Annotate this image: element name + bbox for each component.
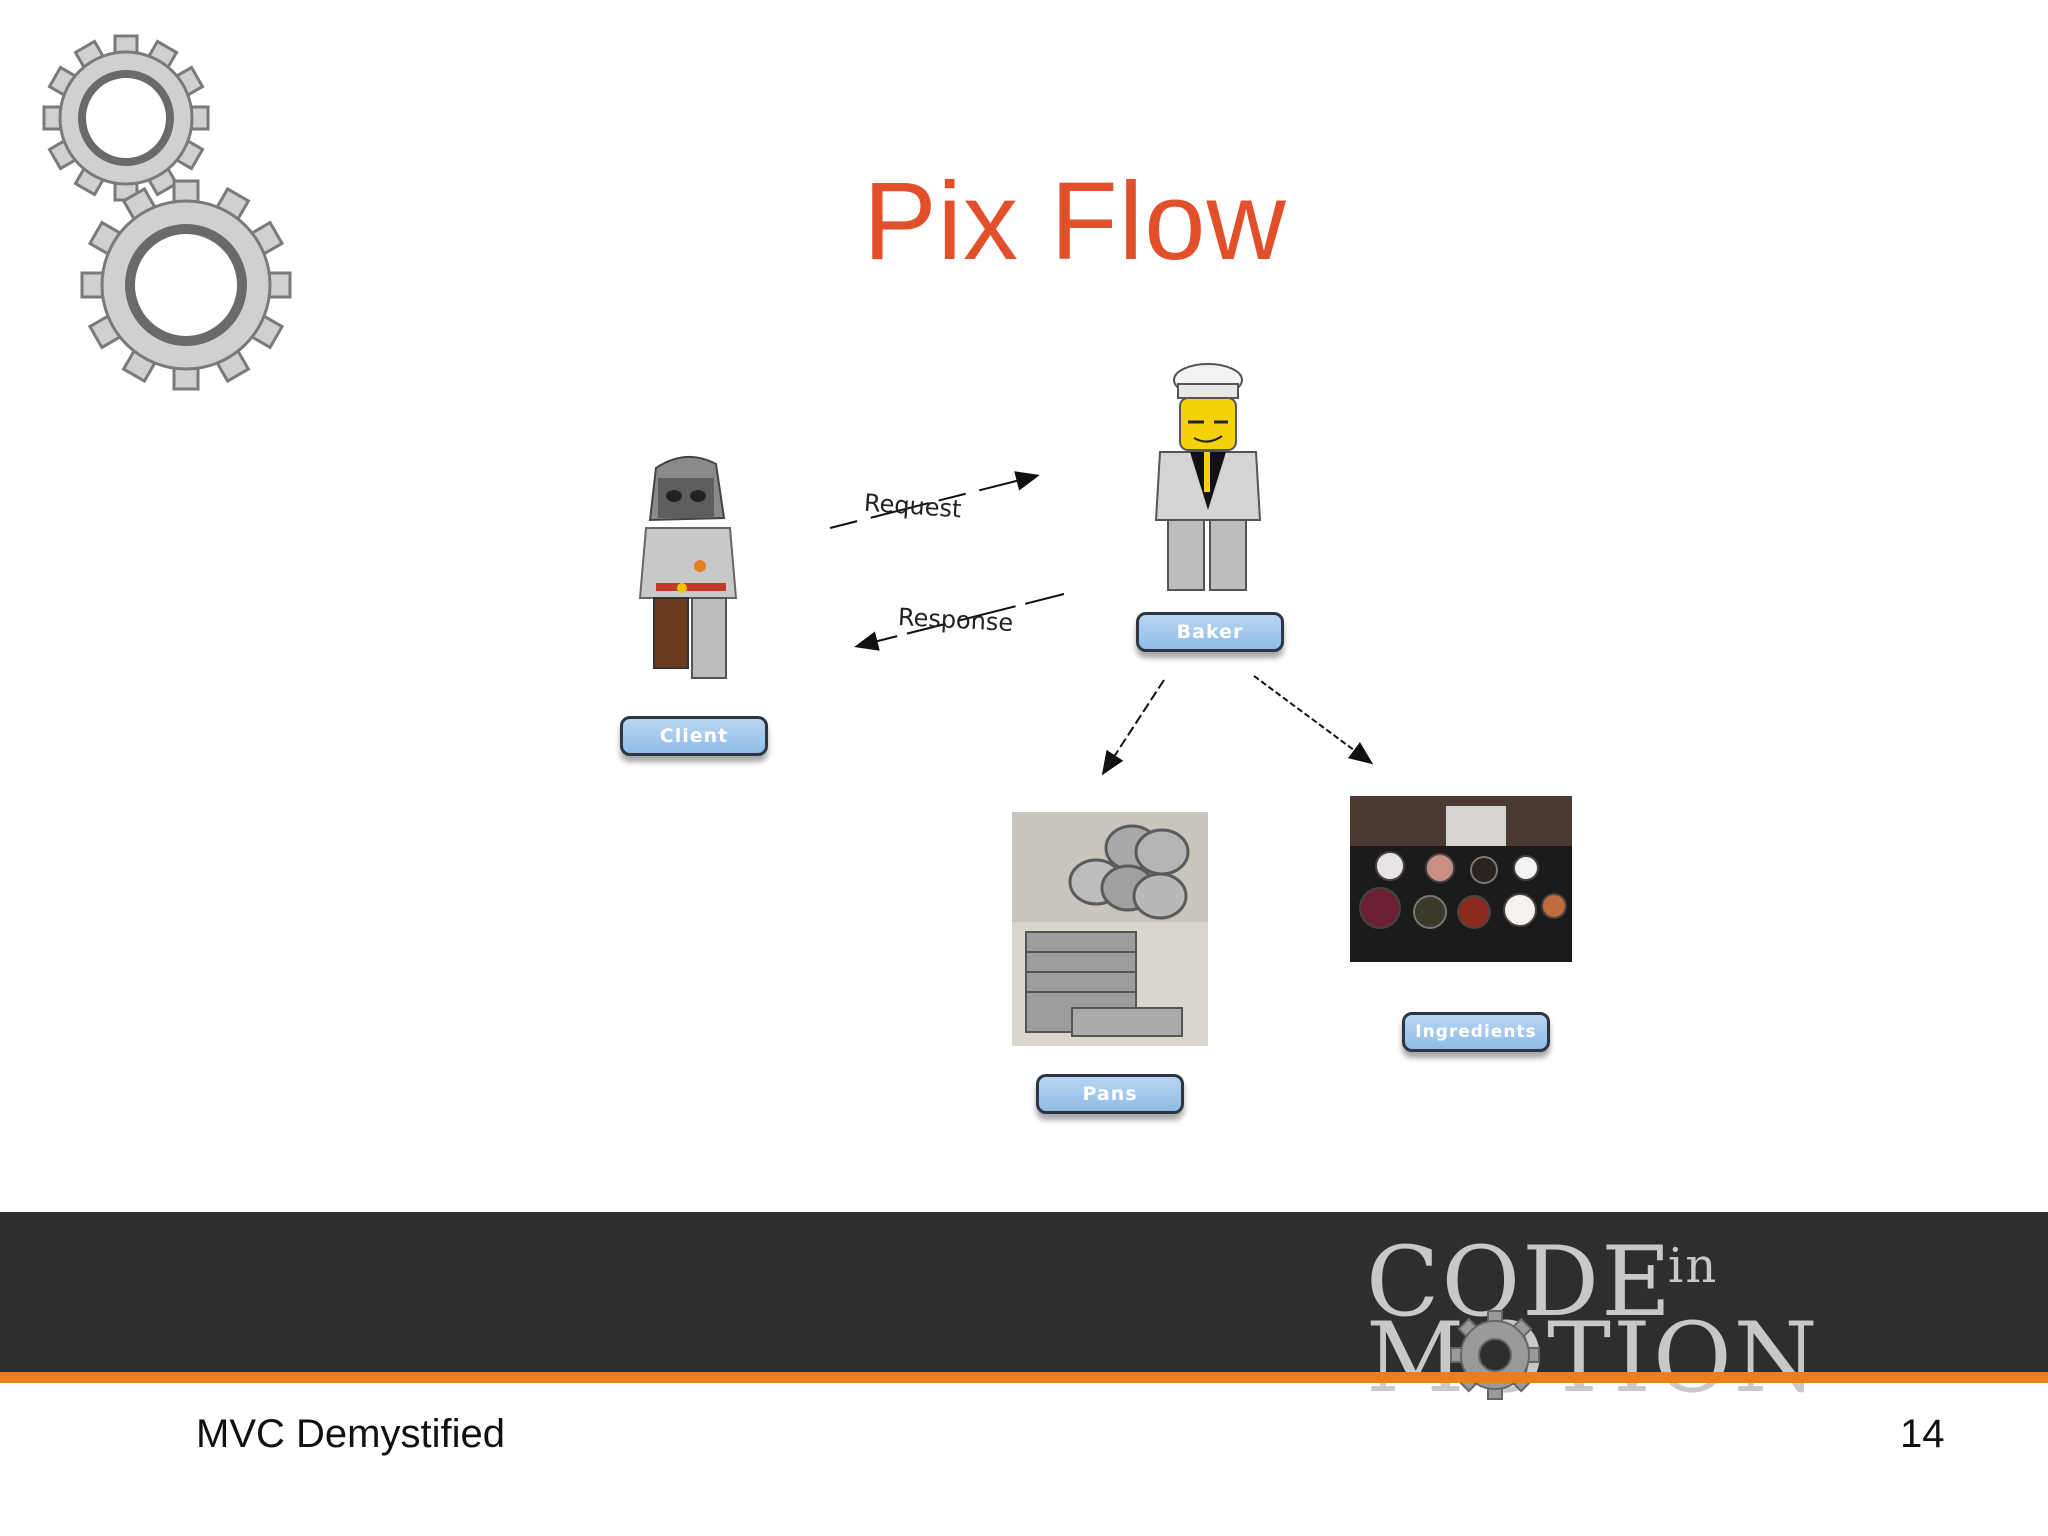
pans-node-label: Pans <box>1036 1074 1184 1114</box>
response-label: Response <box>897 603 1014 637</box>
footer-accent-line <box>0 1372 2048 1383</box>
footer-band <box>0 1212 2048 1372</box>
logo-gear-icon <box>1450 1310 1540 1400</box>
logo-line1: CODE <box>1366 1226 1674 1338</box>
page-number: 14 <box>1900 1412 1945 1456</box>
response-arrow <box>854 593 1065 651</box>
logo-line2: MOTION <box>1366 1302 1820 1414</box>
client-node-label: Client <box>620 716 768 756</box>
baker-to-pans-arrow <box>1101 679 1165 776</box>
ingredients-node-label: Ingredients <box>1402 1012 1550 1052</box>
ingredients-photo <box>1350 796 1572 962</box>
baker-figure-icon <box>1154 363 1262 591</box>
footer-title: MVC Demystified <box>196 1412 505 1456</box>
gears-icon <box>42 34 292 391</box>
flow-arrows <box>829 471 1374 776</box>
flow-diagram: Request Response Client Baker <box>620 363 1572 1114</box>
baker-to-ingredients-arrow <box>1253 675 1374 765</box>
logo-line1-small: in <box>1668 1238 1719 1294</box>
request-arrow <box>829 471 1040 529</box>
slide-title: Pix Flow <box>863 160 1287 283</box>
code-in-motion-logo: CODE in MOTION <box>1300 1212 1860 1414</box>
pans-photo <box>1012 812 1208 1046</box>
baker-node-label: Baker <box>1136 612 1284 652</box>
client-figure-icon <box>638 455 738 679</box>
